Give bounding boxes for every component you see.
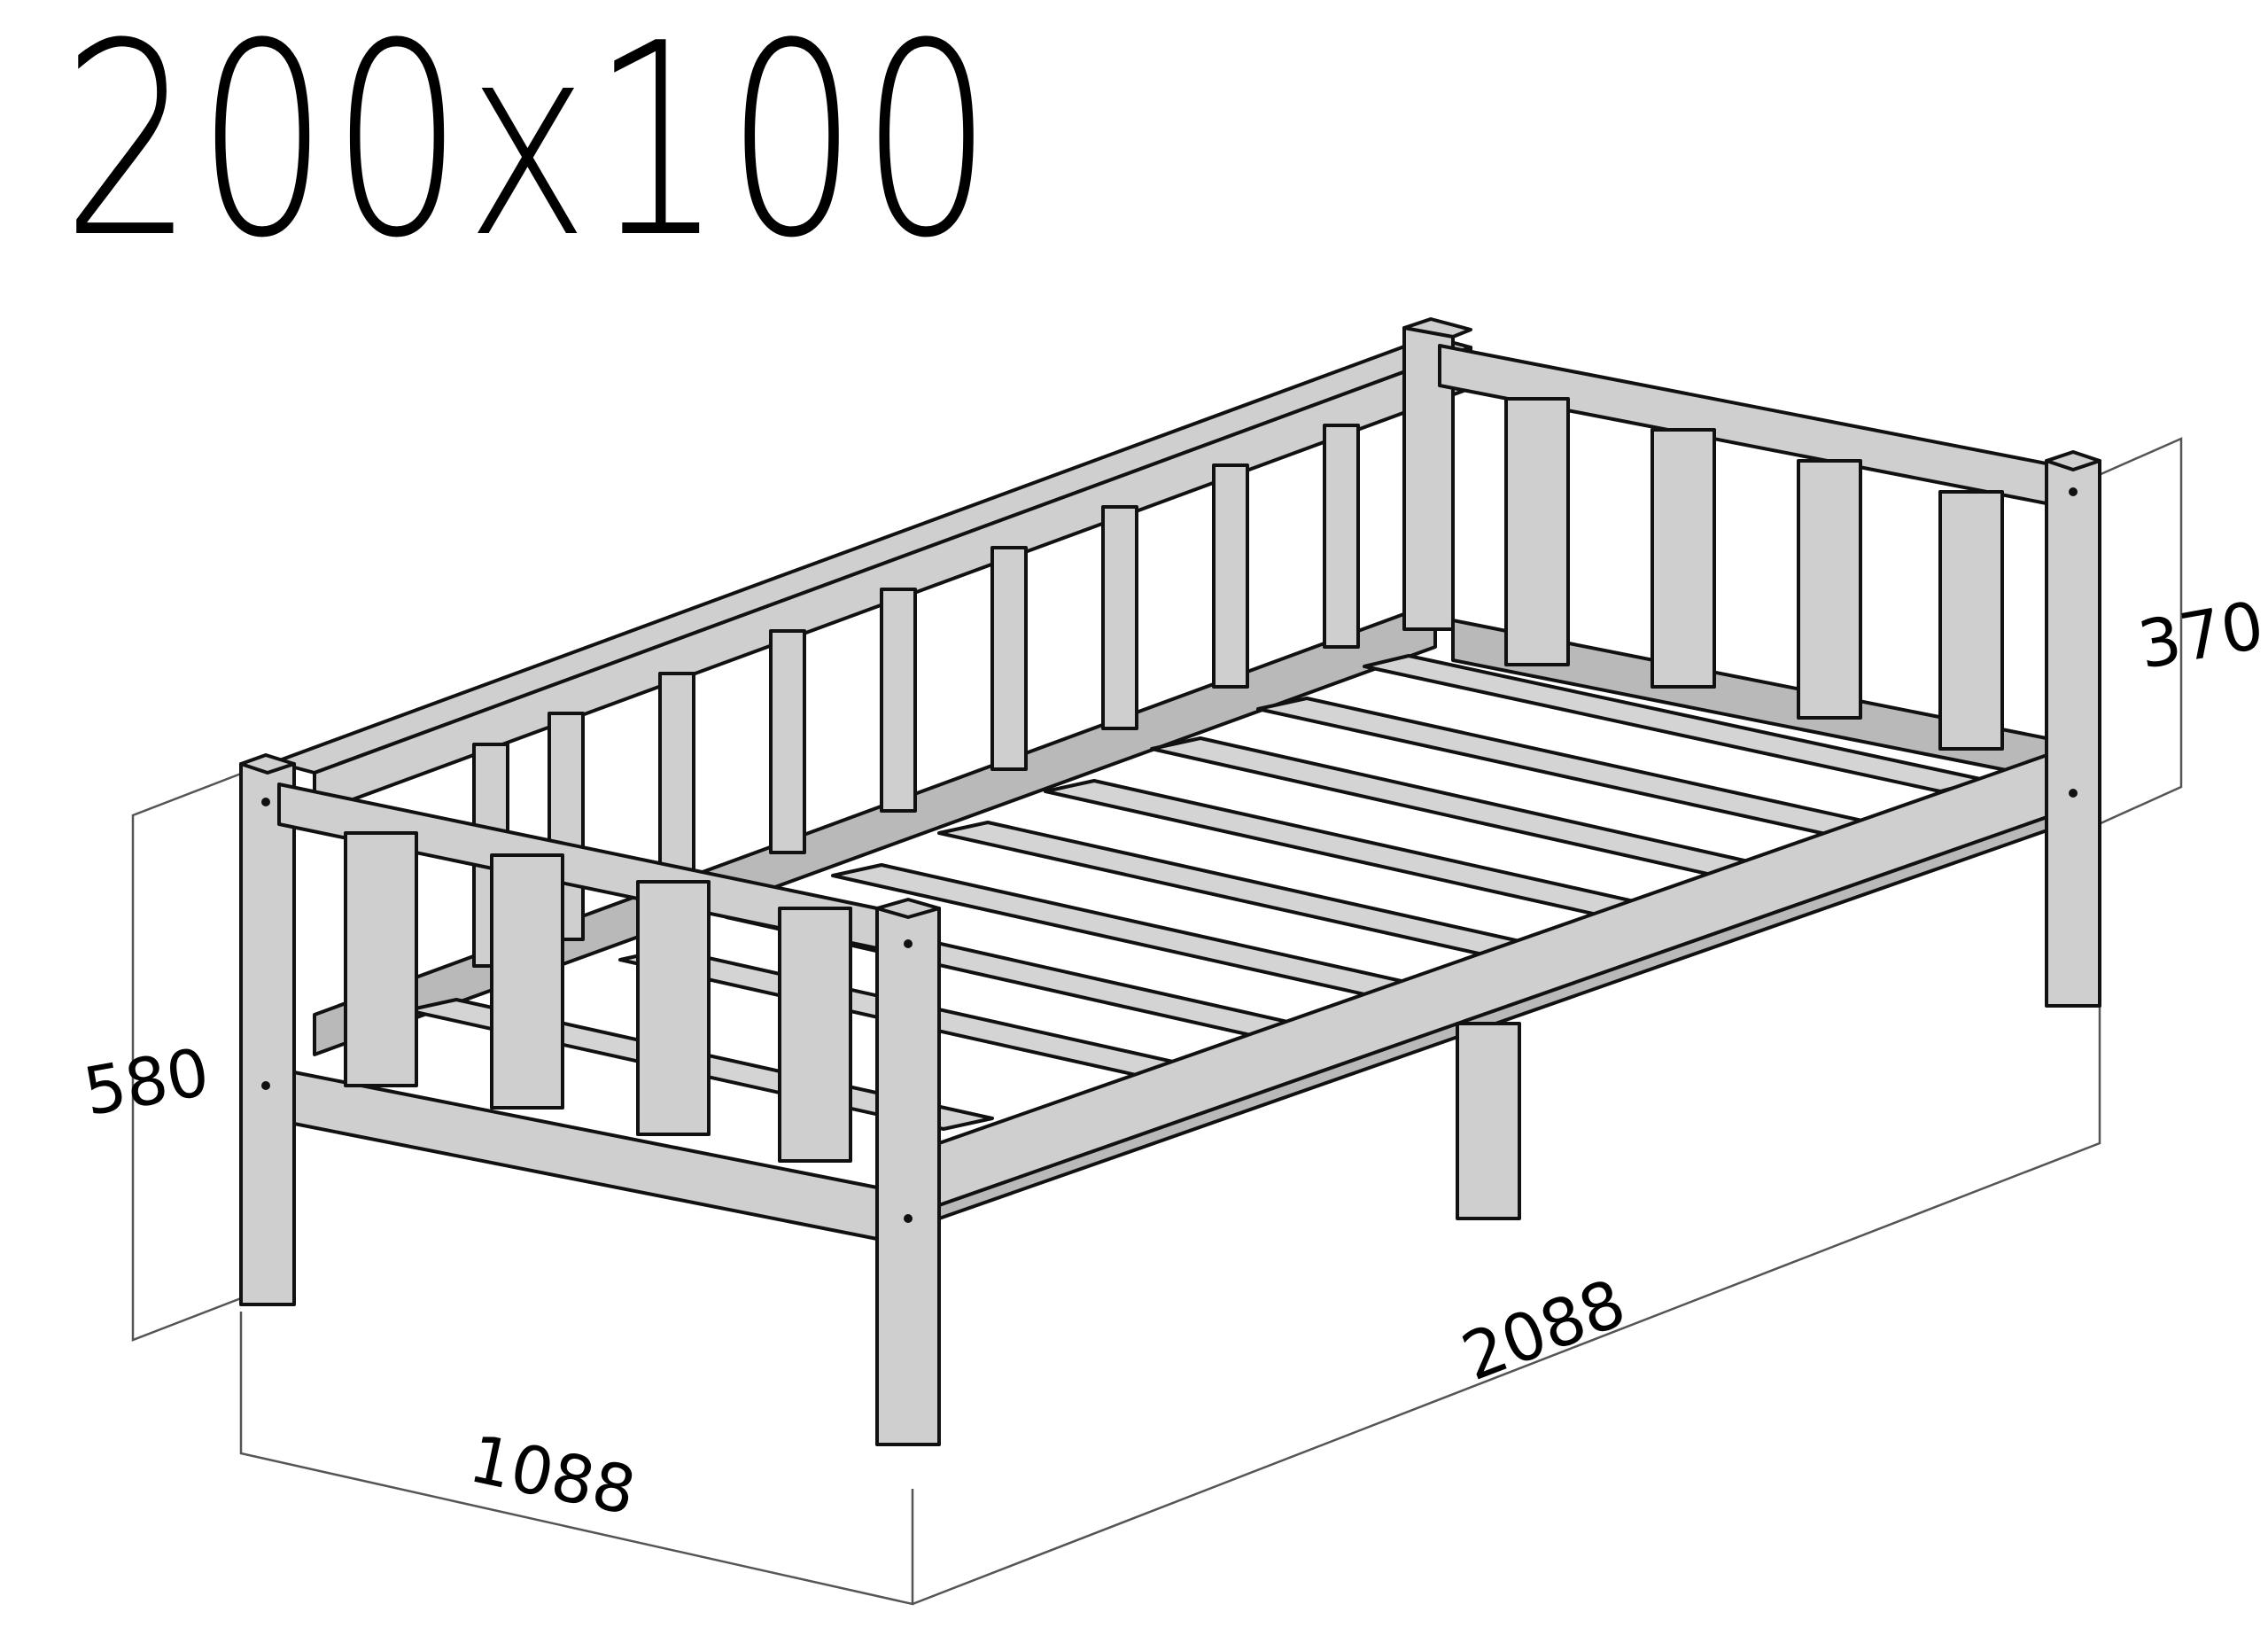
foot-end-panel (277, 783, 879, 1241)
dimension-label-370: 370 (2133, 588, 2268, 684)
back-spindles (472, 424, 1360, 968)
screw-holes (261, 487, 2078, 1223)
head-end-panel (1438, 344, 2057, 782)
dimension-lines (131, 437, 2183, 1606)
bed-legs (239, 450, 2101, 1446)
dimension-label-1088: 1088 (463, 1421, 642, 1530)
dimension-label-2088: 2088 (1452, 1265, 1635, 1396)
bed-size-title: 200x100 (62, 0, 996, 296)
dimension-label-580: 580 (78, 1034, 214, 1131)
